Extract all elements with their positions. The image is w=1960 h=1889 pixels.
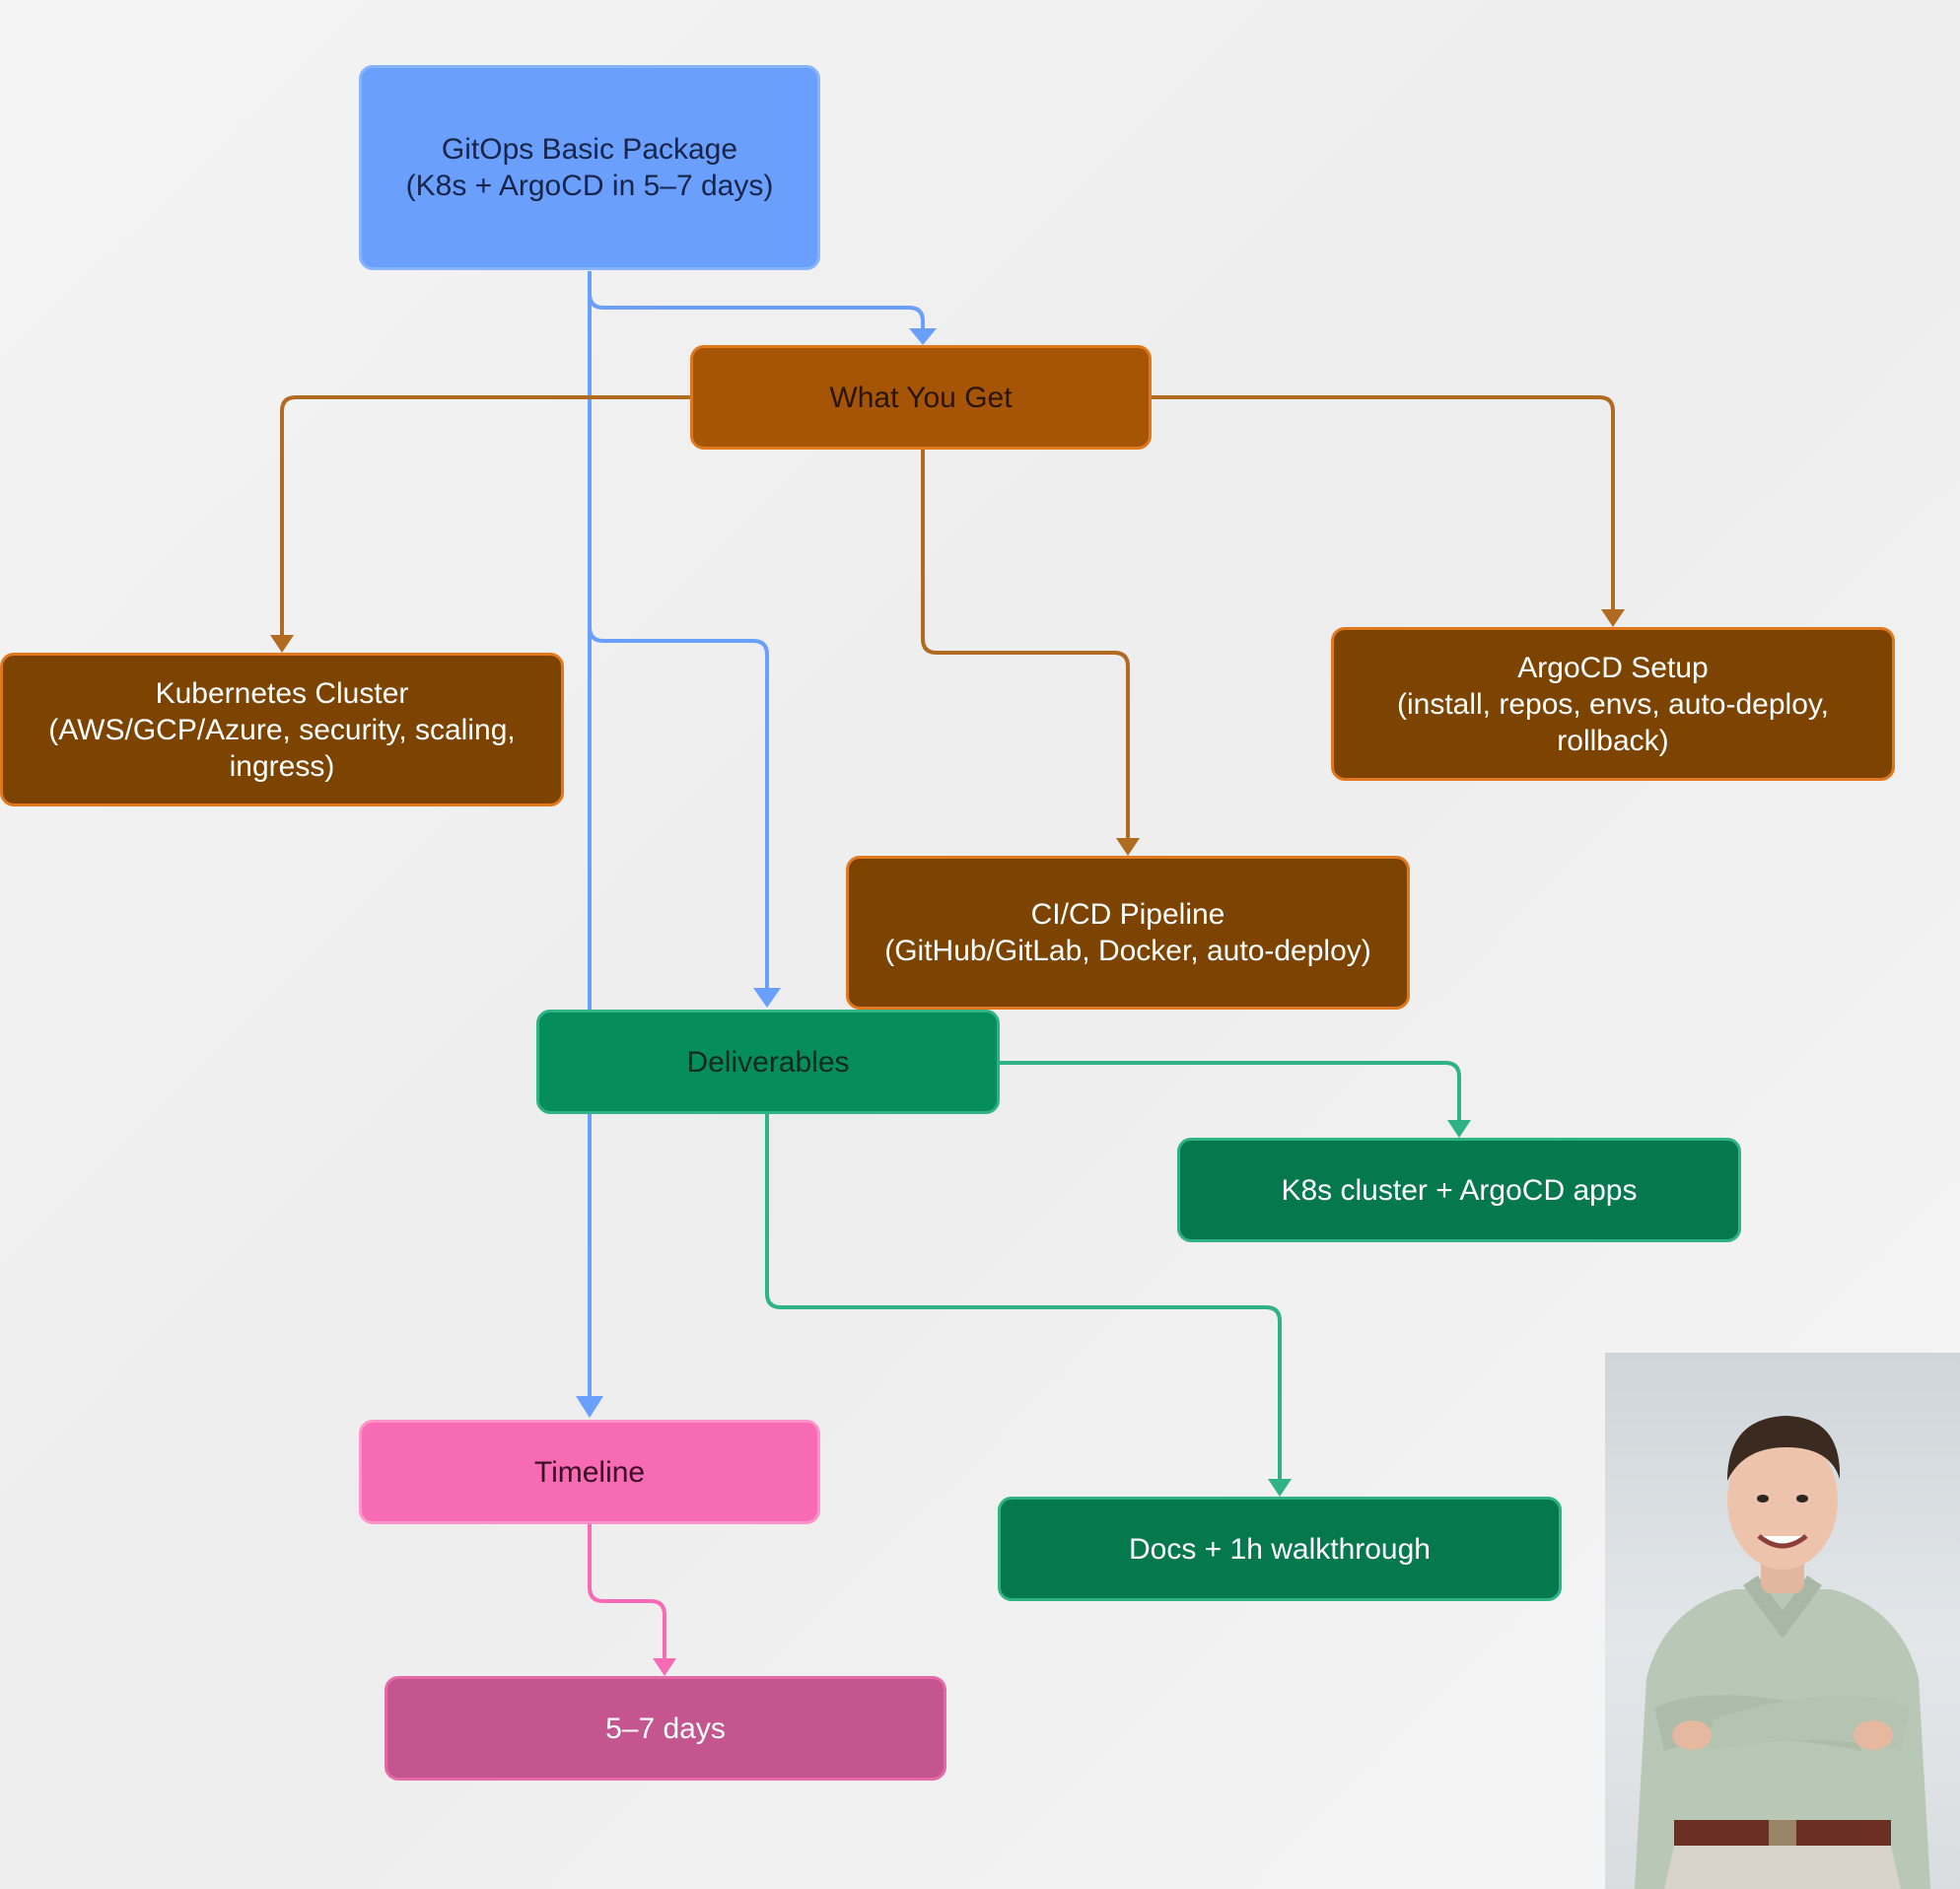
arrowhead: [753, 988, 781, 1008]
arrowhead: [270, 635, 294, 653]
edge-root-to-whatyouget: [588, 271, 925, 330]
arrowhead: [1447, 1120, 1471, 1138]
node-kubernetes-cluster: Kubernetes Cluster (AWS/GCP/Azure, secur…: [0, 653, 564, 806]
portrait-photo: [1605, 1353, 1960, 1889]
arrowhead: [576, 1396, 603, 1418]
node-gitops-basic-package: GitOps Basic Package (K8s + ArgoCD in 5–…: [359, 65, 820, 270]
edge-deliverables-to-k8sapps: [1000, 1061, 1461, 1122]
arrowhead: [1116, 838, 1140, 856]
edge-whatyouget-to-cicd: [921, 450, 1130, 840]
edge-timeline-to-days: [588, 1524, 666, 1660]
arrowhead: [653, 1658, 676, 1676]
node-cicd-pipeline: CI/CD Pipeline (GitHub/GitLab, Docker, a…: [846, 856, 1410, 1010]
arrowhead: [1268, 1479, 1292, 1497]
arrowhead: [1601, 609, 1625, 627]
node-k8s-cluster-argocd-apps: K8s cluster + ArgoCD apps: [1177, 1138, 1741, 1242]
edge-whatyouget-to-kubernetes: [280, 395, 690, 637]
node-deliverables: Deliverables: [536, 1010, 1000, 1114]
edge-whatyouget-to-argocd: [1152, 395, 1615, 611]
node-5-7-days: 5–7 days: [385, 1676, 946, 1781]
arrowhead: [909, 328, 937, 345]
node-docs-walkthrough: Docs + 1h walkthrough: [998, 1497, 1562, 1601]
node-timeline: Timeline: [359, 1420, 820, 1524]
node-what-you-get: What You Get: [690, 345, 1152, 450]
person-illustration: [1635, 1416, 1930, 1889]
edge-deliverables-to-docs: [765, 1114, 1282, 1481]
node-argocd-setup: ArgoCD Setup (install, repos, envs, auto…: [1331, 627, 1895, 781]
